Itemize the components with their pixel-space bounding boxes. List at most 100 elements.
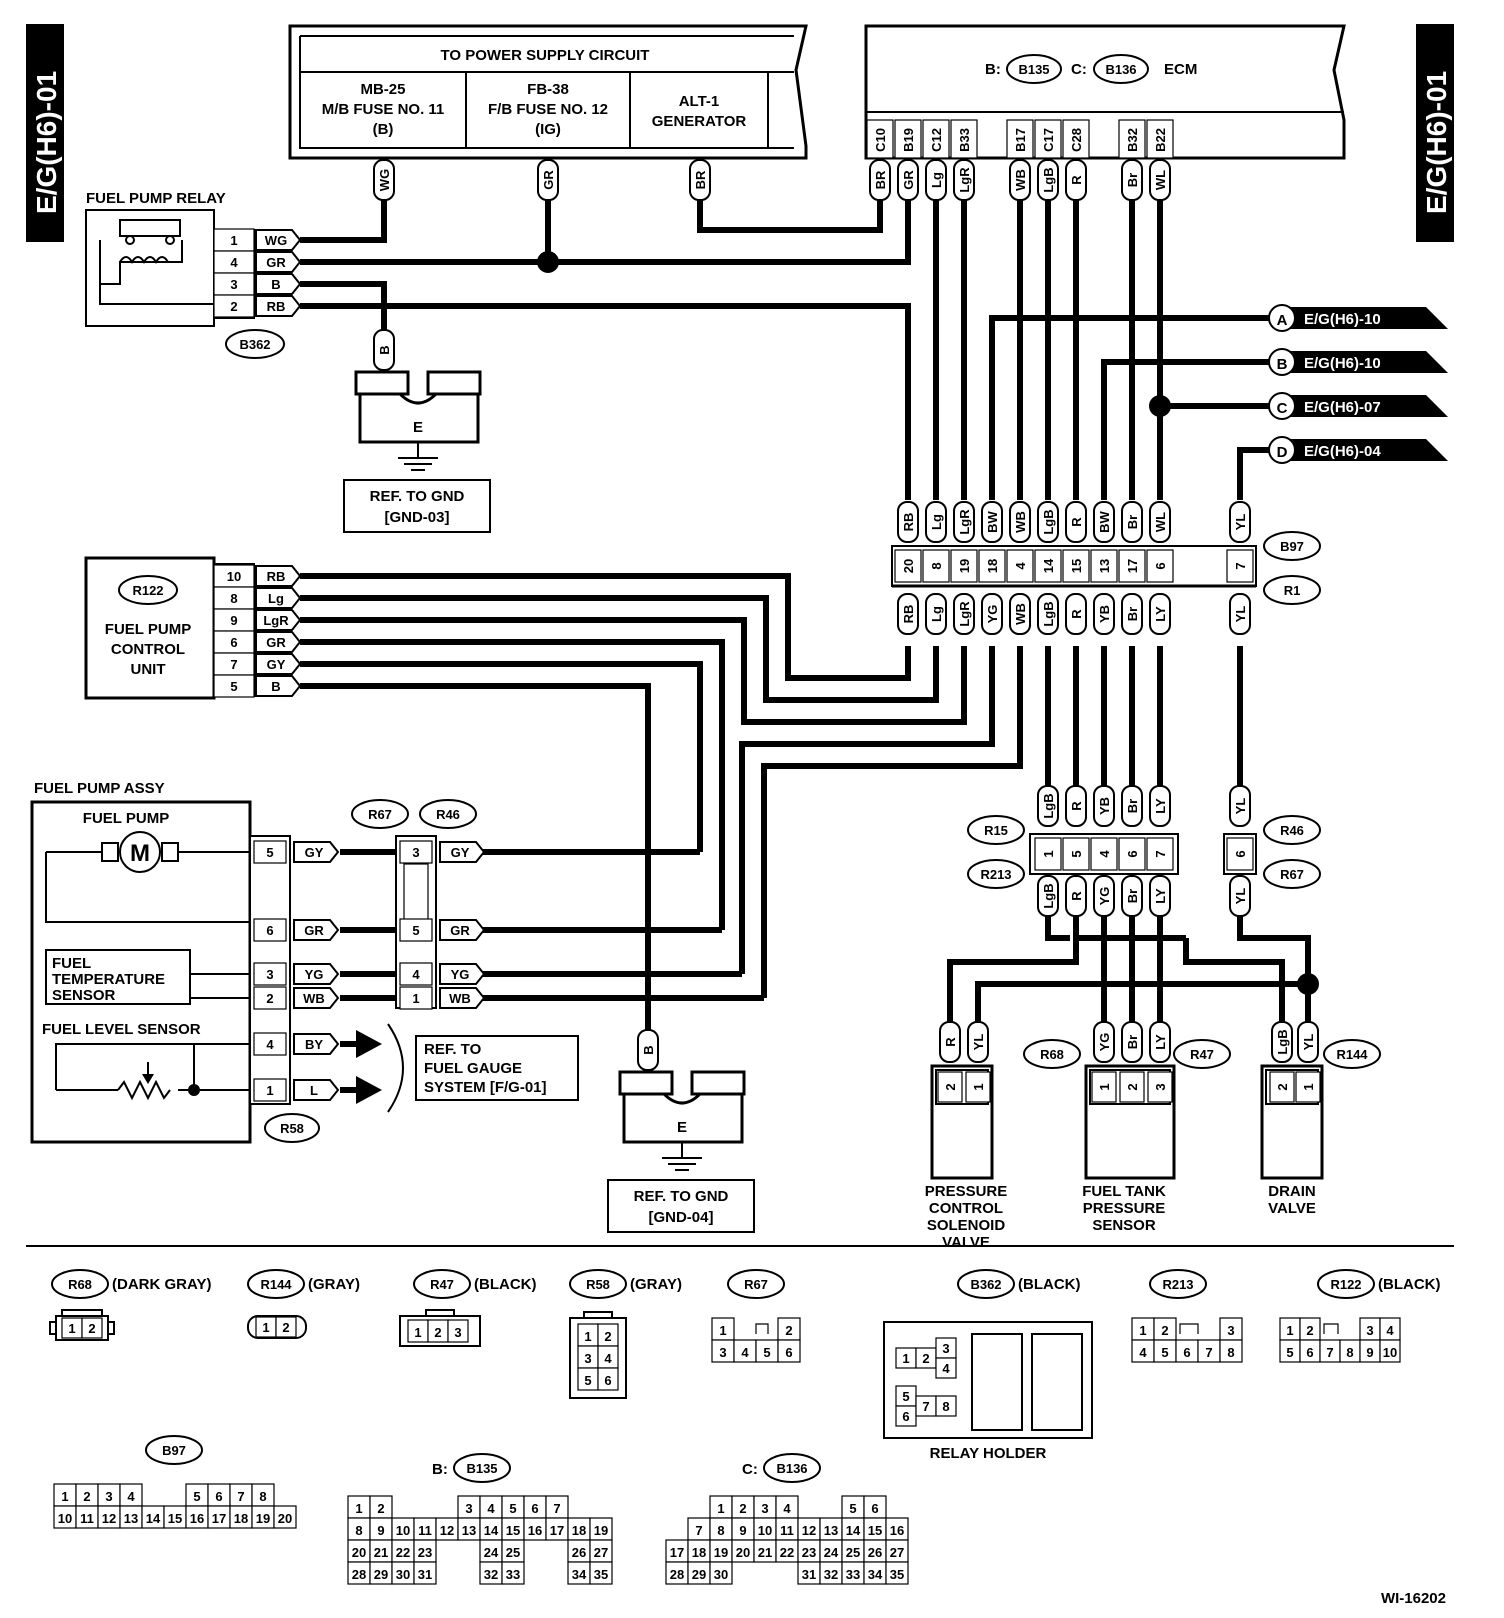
fpcu-wire-5: B: [271, 679, 280, 694]
legend-cell: 5: [509, 1501, 516, 1516]
ecm-pin-C10: C10: [873, 128, 888, 152]
legend-cell: 5: [849, 1501, 856, 1516]
legend-cell: 8: [259, 1489, 266, 1504]
device-R68-name-1: CONTROL: [929, 1200, 1003, 1217]
legend-cell: 6: [531, 1501, 538, 1516]
legend-b135-conn: B135: [466, 1461, 497, 1476]
legend-cell: 18: [692, 1545, 706, 1560]
legend-cell: 2: [1161, 1323, 1168, 1338]
ground2-wire-tag: B: [637, 1029, 659, 1071]
legend-cell: 2: [83, 1489, 90, 1504]
legend-cell: 3: [719, 1345, 726, 1360]
legend-cell: 2: [282, 1320, 289, 1335]
legend-relay-holder: RELAY HOLDER: [930, 1445, 1047, 1462]
fuel-pump-label: FUEL PUMP: [83, 810, 169, 827]
legend-b362-conn: B362: [970, 1277, 1001, 1292]
b97-top-wire-0: RB: [901, 513, 916, 532]
device-R144-wire-1-tag: YL: [1297, 1021, 1319, 1063]
legend-cell: 7: [237, 1489, 244, 1504]
fpcu-wire-9-tag: LgR: [255, 609, 302, 631]
relay-wire-4: GR: [266, 255, 286, 270]
r67r46-pin-1: 1: [412, 991, 419, 1006]
legend-cell: 10: [758, 1523, 772, 1538]
device-R144-name-1: VALVE: [1268, 1200, 1316, 1217]
ecm-pin-C17: C17: [1041, 128, 1056, 152]
device-R144-conn: R144: [1336, 1047, 1368, 1062]
legend-cell: 23: [418, 1545, 432, 1560]
r67r46-wire-1-tag: GR: [439, 919, 486, 941]
offpage-ref-B: E/G(H6)-10: [1304, 355, 1381, 372]
power-supply-box: TO POWER SUPPLY CIRCUIT MB-25 M/B FUSE N…: [288, 24, 808, 160]
b97-bot-wire-9-tag: LY: [1149, 593, 1171, 635]
legend-cell: 20: [736, 1545, 750, 1560]
b97-top-wire-4: WB: [1013, 511, 1028, 533]
legend-cell: 1: [262, 1320, 269, 1335]
b97-bot-wire-8: Br: [1125, 607, 1140, 621]
b97-pin-18: 18: [985, 559, 1000, 573]
device-R47-wire-0-tag: YG: [1093, 1021, 1115, 1063]
ground2-wire: B: [641, 1045, 656, 1054]
legend-cell: 3: [761, 1501, 768, 1516]
legend-cell: 13: [824, 1523, 838, 1538]
r15-top-wire-3-tag: Br: [1121, 785, 1143, 827]
b97-top-wire-2-tag: LgR: [953, 501, 975, 543]
legend-cell: 1: [719, 1323, 726, 1338]
device-R47-name-1: PRESSURE: [1083, 1200, 1166, 1217]
device-R68-wire-0-tag: R: [939, 1021, 961, 1063]
legend-cell: 1: [902, 1351, 909, 1366]
ground1-wire-tag: B: [373, 329, 395, 371]
legend-cell: 8: [717, 1523, 724, 1538]
r15-pin-1: 1: [1041, 850, 1056, 857]
legend-cell: 1: [1286, 1323, 1293, 1338]
b97-top-wire-4-tag: WB: [1009, 501, 1031, 543]
b97-top-wire-1: Lg: [929, 514, 944, 530]
legend-b362-color: (BLACK): [1018, 1276, 1080, 1293]
r15-conn-a: R15: [984, 823, 1008, 838]
b97-top-wire-10: YL: [1233, 514, 1248, 531]
legend-cell: 2: [434, 1325, 441, 1340]
legend-cell: 4: [127, 1489, 135, 1504]
power-wire-1: GR: [541, 170, 556, 190]
b97-bot-wire-8-tag: Br: [1121, 593, 1143, 635]
legend-cell: 4: [942, 1361, 950, 1376]
legend-cell: 35: [594, 1567, 608, 1582]
power-wire-0: WG: [377, 169, 392, 191]
ecm-wire-C17-tag: LgB: [1037, 159, 1059, 201]
legend-cell: 24: [484, 1545, 499, 1560]
b97-top-wire-2: LgR: [957, 509, 972, 535]
legend-cell: 22: [780, 1545, 794, 1560]
power-fb-line1: FB-38: [527, 81, 569, 98]
legend-cell: 2: [1306, 1323, 1313, 1338]
b97-pin-15: 15: [1069, 559, 1084, 573]
offpage-ref-C: E/G(H6)-07: [1304, 399, 1381, 416]
legend-cell: 20: [352, 1545, 366, 1560]
r15-pin-5: 5: [1069, 850, 1084, 857]
legend-cell: 8: [942, 1399, 949, 1414]
legend-r144-conn: R144: [260, 1277, 292, 1292]
legend-cell: 1: [355, 1501, 362, 1516]
r15-top-wire-3: Br: [1125, 799, 1140, 813]
r15-bot-wire-2-tag: YG: [1093, 875, 1115, 917]
ecm-wire-B32: Br: [1125, 173, 1140, 187]
device-R68-wire-1-tag: YL: [967, 1021, 989, 1063]
relay-conn: B362: [239, 337, 270, 352]
offpage-letter-B: B: [1277, 356, 1288, 373]
pump-wire-3: YG: [305, 967, 324, 982]
r46b-conn-a: R46: [1280, 823, 1304, 838]
power-wire-2-tag: BR: [689, 159, 711, 201]
legend-cell: 34: [572, 1567, 587, 1582]
r15-top-wire-0-tag: LgB: [1037, 785, 1059, 827]
legend-cell: 25: [846, 1545, 860, 1560]
ecm-wire-B33: LgR: [957, 167, 972, 193]
legend-cell: 8: [1227, 1345, 1234, 1360]
fpcu-name-1: FUEL PUMP: [105, 621, 191, 638]
legend-cell: 27: [594, 1545, 608, 1560]
device-R47-pin-3: 3: [1153, 1083, 1168, 1090]
b97-top-wire-7-tag: BW: [1093, 501, 1115, 543]
ecm-pin-C12: C12: [929, 128, 944, 152]
temp-sensor-1: FUEL: [52, 955, 91, 972]
ecm-wire-C17: LgB: [1041, 167, 1056, 192]
